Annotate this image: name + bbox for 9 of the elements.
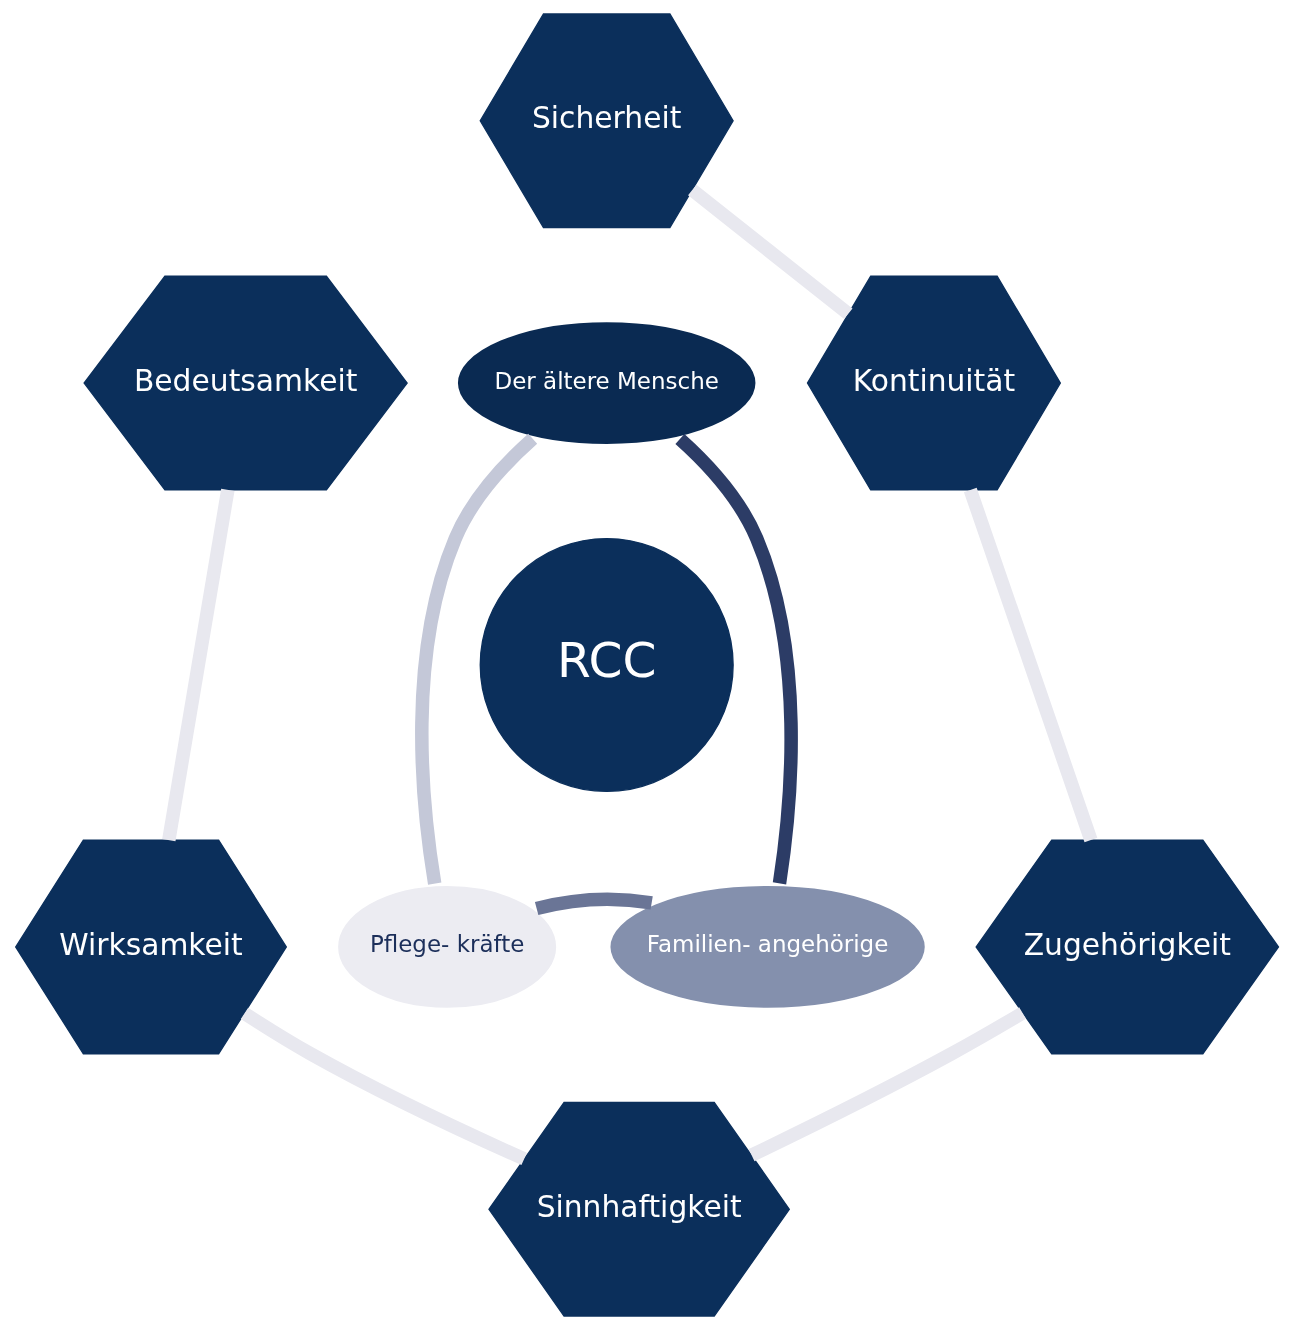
node-circle: RCC	[479, 537, 734, 793]
connector	[963, 487, 1097, 843]
connector	[687, 184, 852, 320]
connector	[414, 433, 537, 885]
connector	[161, 488, 234, 842]
connector	[534, 892, 653, 916]
connector	[748, 1007, 1026, 1162]
connector	[674, 433, 798, 885]
connector	[240, 1007, 527, 1166]
